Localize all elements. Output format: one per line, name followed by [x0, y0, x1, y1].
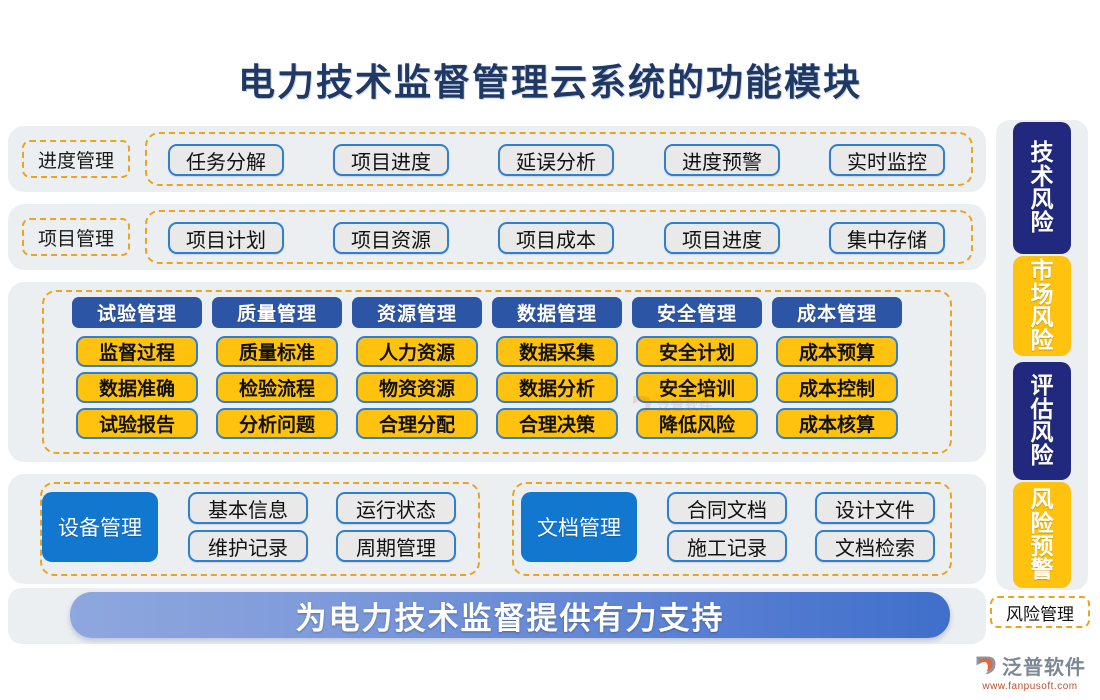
grid-cell[interactable]: 数据采集: [496, 336, 618, 367]
grid-cell[interactable]: 降低风险: [636, 408, 758, 439]
grid-cell[interactable]: 监督过程: [76, 336, 198, 367]
module-button[interactable]: 实时监控: [829, 144, 945, 176]
grid-cell[interactable]: 分析问题: [216, 408, 338, 439]
module-button[interactable]: 施工记录: [667, 530, 787, 562]
grid-dash-border: [42, 290, 952, 454]
sidebar-item-char: 风: [1030, 420, 1054, 445]
sidebar-item-label: 评估风险: [1031, 374, 1054, 468]
sidebar-item-char: 警: [1030, 557, 1054, 583]
sidebar-item-risk-warning[interactable]: 风险预警: [1013, 482, 1071, 588]
logo-name: 泛普软件: [1002, 656, 1086, 679]
module-button[interactable]: 运行状态: [336, 492, 456, 524]
sidebar-item-char: 险: [1030, 510, 1054, 536]
sidebar-item-label: 技术风险: [1031, 141, 1054, 235]
row-dash-progress: [145, 132, 973, 186]
grid-cell[interactable]: 成本预算: [776, 336, 898, 367]
sidebar-item-char: 险: [1030, 210, 1054, 236]
grid-header[interactable]: 安全管理: [632, 297, 762, 328]
module-button[interactable]: 维护记录: [188, 530, 308, 562]
module-button[interactable]: 延误分析: [498, 144, 614, 176]
module-button[interactable]: 项目成本: [498, 222, 614, 254]
grid-cell[interactable]: 安全培训: [636, 372, 758, 403]
grid-cell[interactable]: 质量标准: [216, 336, 338, 367]
module-button[interactable]: 文档检索: [815, 530, 935, 562]
grid-cell[interactable]: 物资资源: [356, 372, 478, 403]
grid-cell[interactable]: 成本控制: [776, 372, 898, 403]
grid-header[interactable]: 资源管理: [352, 297, 482, 328]
grid-cell[interactable]: 合理分配: [356, 408, 478, 439]
watermark-name: 泛普软件: [657, 397, 714, 413]
fanpu-logo-icon: [633, 396, 651, 413]
grid-cell[interactable]: 安全计划: [636, 336, 758, 367]
sidebar-item-char: 场: [1030, 281, 1054, 307]
sidebar-item-label: 市场风险: [1031, 259, 1054, 353]
sidebar-item-char: 市: [1030, 258, 1054, 284]
sidebar-item-char: 估: [1030, 396, 1054, 422]
sidebar-item-char: 预: [1030, 534, 1054, 559]
sidebar-label-risk-management[interactable]: 风险管理: [990, 596, 1090, 628]
sidebar-item-char: 风: [1030, 187, 1054, 212]
grid-cell[interactable]: 检验流程: [216, 372, 338, 403]
module-button[interactable]: 集中存储: [829, 222, 945, 254]
grid-header[interactable]: 质量管理: [212, 297, 342, 328]
sidebar-item-label: 风险预警: [1031, 488, 1054, 582]
logo-url: www.fanpusoft.com: [982, 680, 1078, 692]
brand-logo: 泛普软件 www.fanpusoft.com: [966, 648, 1094, 694]
sidebar-item-char: 险: [1030, 328, 1054, 354]
row-label-progress[interactable]: 进度管理: [22, 140, 130, 178]
row-label-project[interactable]: 项目管理: [22, 218, 130, 256]
module-button[interactable]: 项目资源: [333, 222, 449, 254]
module-button[interactable]: 进度预警: [664, 144, 780, 176]
banner-slogan: 为电力技术监督提供有力支持: [70, 592, 950, 638]
module-button[interactable]: 项目进度: [333, 144, 449, 176]
sidebar-item-char: 险: [1030, 443, 1054, 469]
sidebar-item-char: 风: [1030, 487, 1054, 513]
group-dash-document: [512, 482, 952, 576]
fanpu-logo-icon: [976, 656, 996, 675]
sidebar-item-market-risk[interactable]: 市场风险: [1013, 256, 1071, 356]
sidebar-item-char: 技: [1030, 140, 1054, 166]
page-title: 电力技术监督管理云系统的功能模块: [238, 63, 862, 104]
row-dash-project: [145, 210, 973, 264]
grid-cell[interactable]: 人力资源: [356, 336, 478, 367]
logo-row: 泛普软件: [974, 651, 1086, 680]
sidebar-item-char: 风: [1030, 305, 1054, 330]
module-button[interactable]: 周期管理: [336, 530, 456, 562]
module-button[interactable]: 设计文件: [815, 492, 935, 524]
module-button[interactable]: 任务分解: [168, 144, 284, 176]
grid-cell[interactable]: 合理决策: [496, 408, 618, 439]
group-label-document[interactable]: 文档管理: [521, 492, 637, 562]
module-button[interactable]: 合同文档: [667, 492, 787, 524]
group-label-equipment[interactable]: 设备管理: [42, 492, 158, 562]
grid-header[interactable]: 数据管理: [492, 297, 622, 328]
sidebar-item-char: 评: [1030, 373, 1054, 399]
module-button[interactable]: 项目进度: [664, 222, 780, 254]
grid-cell[interactable]: 试验报告: [76, 408, 198, 439]
grid-header[interactable]: 成本管理: [772, 297, 902, 328]
grid-header[interactable]: 试验管理: [72, 297, 202, 328]
group-dash-equipment: [40, 482, 480, 576]
sidebar-item-technical-risk[interactable]: 技术风险: [1013, 122, 1071, 254]
watermark-logo: 泛普软件: [630, 388, 720, 420]
module-button[interactable]: 项目计划: [168, 222, 284, 254]
grid-cell[interactable]: 成本核算: [776, 408, 898, 439]
grid-cell[interactable]: 数据准确: [76, 372, 198, 403]
sidebar-item-char: 术: [1030, 163, 1054, 189]
sidebar-item-assessment-risk[interactable]: 评估风险: [1013, 362, 1071, 480]
module-button[interactable]: 基本信息: [188, 492, 308, 524]
grid-cell[interactable]: 数据分析: [496, 372, 618, 403]
